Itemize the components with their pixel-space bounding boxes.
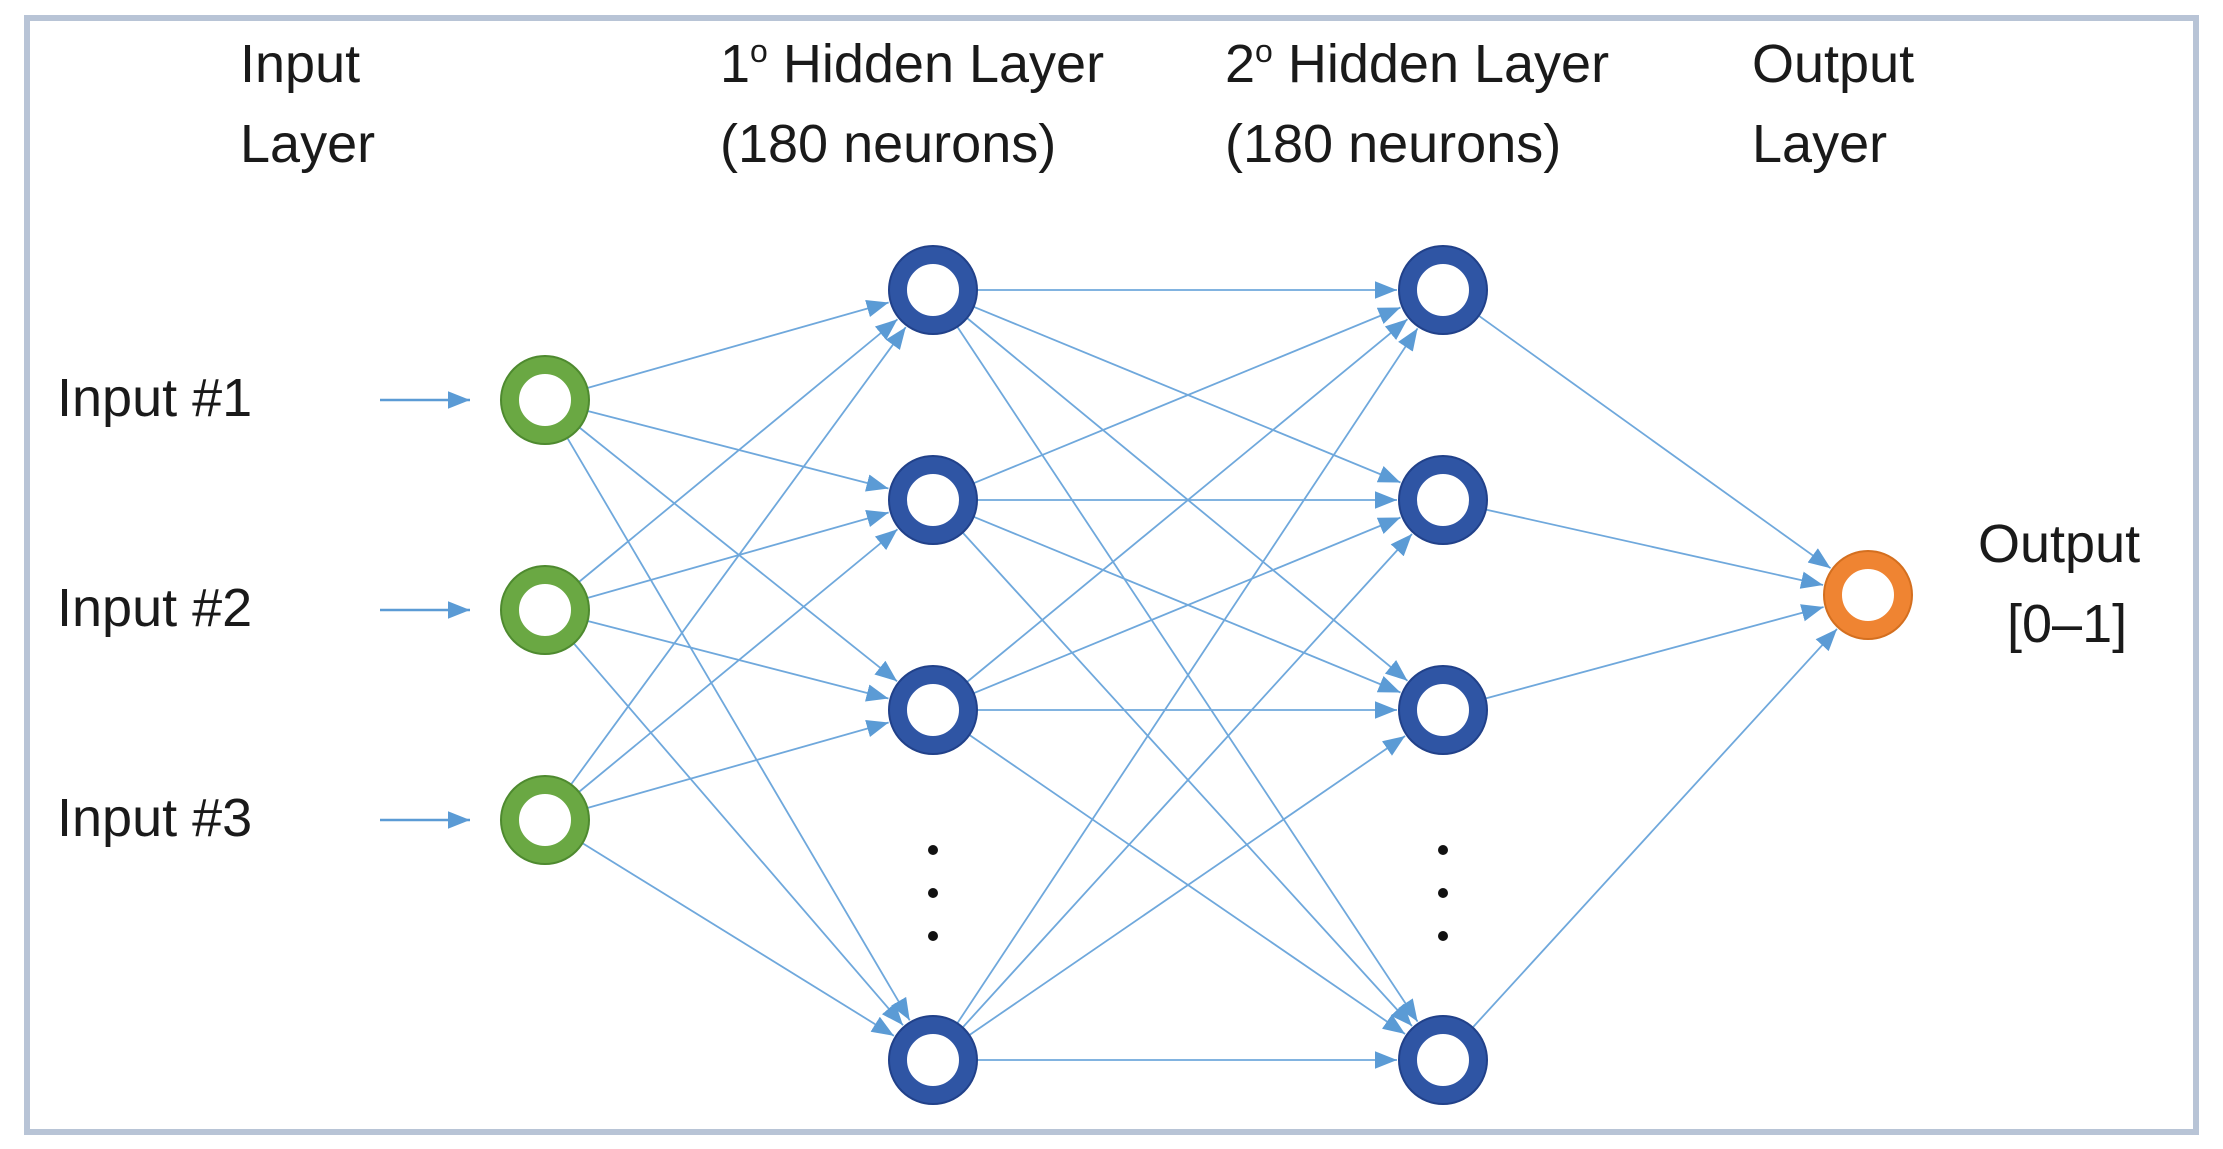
hidden1-layer-title-line2: (180 neurons) xyxy=(720,114,1056,174)
hidden1-node-3 xyxy=(889,666,977,754)
hidden2-node-1 xyxy=(1399,246,1487,334)
hidden2-node-3 xyxy=(1399,666,1487,754)
hidden1-layer-title-line1: 1o Hidden Layer xyxy=(720,33,1104,94)
edge-hidden1-node-1-to-hidden2-node-4 xyxy=(956,326,1419,1023)
input-label-2: Input #2 xyxy=(57,578,252,638)
edge-hidden2-node-4-to-output-node-1 xyxy=(1472,628,1838,1029)
input-layer-title-line2: Layer xyxy=(240,114,375,174)
network-nodes xyxy=(500,245,1913,1105)
hidden1-node-1-outline xyxy=(888,245,978,335)
edge-input-node-3-to-hidden1-node-3 xyxy=(587,720,889,809)
hidden2-title-rest: Hidden Layer xyxy=(1273,34,1609,94)
hidden2-node-2 xyxy=(1399,456,1487,544)
edge-hidden1-node-4-to-hidden2-node-3 xyxy=(968,735,1406,1036)
hidden1-node-4-outline xyxy=(888,1015,978,1105)
hidden1-ellipsis xyxy=(928,845,938,941)
output-node-1-outline xyxy=(1823,550,1913,640)
hidden2-node-3-outline xyxy=(1398,665,1488,755)
hidden2-node-4-outline xyxy=(1398,1015,1488,1105)
edge-hidden1-node-4-to-hidden2-node-1 xyxy=(956,327,1419,1024)
edge-hidden1-node-3-to-hidden2-node-2 xyxy=(973,516,1401,695)
output-layer-title-line1: Output xyxy=(1752,34,1914,94)
hidden1-title-rest: Hidden Layer xyxy=(768,34,1104,94)
edge-input-node-3-to-hidden1-node-2 xyxy=(578,528,899,793)
edge-input-node-3-to-hidden1-node-4 xyxy=(581,842,895,1037)
edge-hidden2-node-2-to-output-node-1 xyxy=(1485,508,1824,589)
hidden2-ellipsis xyxy=(1438,845,1448,941)
input-label-3: Input #3 xyxy=(57,788,252,848)
output-node-1 xyxy=(1824,551,1912,639)
hidden2-node-1-outline xyxy=(1398,245,1488,335)
edge-hidden2-node-1-to-output-node-1 xyxy=(1478,314,1832,569)
edge-hidden1-node-4-to-hidden2-node-2 xyxy=(961,533,1413,1029)
input-label-1: Input #1 xyxy=(57,368,252,428)
output-label-line1: Output xyxy=(1978,514,2140,574)
edge-input-node-3-to-hidden1-node-1 xyxy=(570,326,907,786)
output-label-line2: [0–1] xyxy=(2007,594,2127,654)
hidden1-node-1 xyxy=(889,246,977,334)
input-node-3-outline xyxy=(500,775,590,865)
input-node-1 xyxy=(501,356,589,444)
hidden2-layer-title-line1: 2o Hidden Layer xyxy=(1225,33,1609,94)
hidden2-node-2-outline xyxy=(1398,455,1488,545)
hidden1-title-sup: o xyxy=(750,33,768,69)
input-layer-title-line1: Input xyxy=(240,34,360,94)
connection-edges xyxy=(566,281,1838,1069)
input-node-1-outline xyxy=(500,355,590,445)
hidden2-title-sup: o xyxy=(1255,33,1273,69)
output-layer-title-line2: Layer xyxy=(1752,114,1887,174)
hidden1-node-3-outline xyxy=(888,665,978,755)
input-node-3 xyxy=(501,776,589,864)
hidden2-layer-title-line2: (180 neurons) xyxy=(1225,114,1561,174)
edge-input-node-2-to-hidden1-node-1 xyxy=(578,318,899,583)
input-node-2-outline xyxy=(500,565,590,655)
hidden1-node-4 xyxy=(889,1016,977,1104)
edge-input-node-1-to-hidden1-node-4 xyxy=(566,437,911,1021)
edge-hidden1-node-2-to-hidden2-node-4 xyxy=(961,531,1413,1027)
hidden1-node-2-outline xyxy=(888,455,978,545)
edge-hidden1-node-2-to-hidden2-node-1 xyxy=(973,306,1401,485)
edge-hidden1-node-3-to-hidden2-node-4 xyxy=(968,734,1406,1035)
hidden1-node-2 xyxy=(889,456,977,544)
hidden1-title-ordinal: 1 xyxy=(720,34,750,94)
hidden2-title-ordinal: 2 xyxy=(1225,34,1255,94)
edge-input-node-1-to-hidden1-node-1 xyxy=(587,300,889,389)
input-node-2 xyxy=(501,566,589,654)
edge-hidden2-node-3-to-output-node-1 xyxy=(1485,604,1824,700)
hidden2-node-4 xyxy=(1399,1016,1487,1104)
input-arrows xyxy=(380,391,470,829)
edge-hidden1-node-3-to-hidden2-node-1 xyxy=(966,318,1409,683)
